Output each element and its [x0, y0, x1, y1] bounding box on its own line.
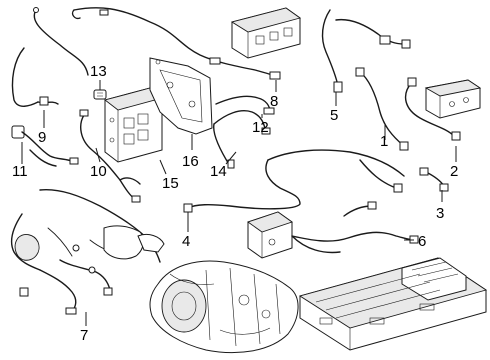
callout-1: 1 — [380, 133, 388, 150]
callout-16: 16 — [182, 153, 199, 170]
harness-part-8 — [71, 7, 281, 80]
drive-unit — [149, 260, 299, 354]
callout-6: 6 — [418, 233, 426, 250]
module-part-6 — [247, 201, 419, 259]
leader-lines — [21, 80, 457, 326]
converter-module — [230, 7, 302, 59]
callout-12: 12 — [252, 119, 269, 136]
cable-part-1 — [355, 67, 409, 151]
harness-part-9 — [11, 7, 89, 107]
harness-part-11 — [11, 125, 79, 167]
harness-part-5 — [321, 9, 411, 93]
module-part-2 — [404, 77, 482, 141]
callout-11: 11 — [12, 163, 28, 180]
connector-part-13 — [93, 89, 107, 100]
harness-part-10 — [79, 109, 141, 203]
callout-5: 5 — [330, 107, 338, 124]
callout-labels: 1 2 3 4 5 6 7 8 9 10 11 12 13 14 15 16 — [12, 63, 458, 344]
harness-part-12 — [215, 95, 275, 115]
callout-14: 14 — [210, 163, 227, 180]
bracket-part-16 — [149, 57, 213, 135]
callout-9: 9 — [38, 129, 46, 146]
callout-13: 13 — [90, 63, 107, 80]
harness-part-7 — [10, 188, 165, 315]
callout-3: 3 — [436, 205, 444, 222]
callout-15: 15 — [162, 175, 179, 192]
callout-8: 8 — [270, 93, 278, 110]
callout-2: 2 — [450, 163, 458, 180]
callout-4: 4 — [182, 233, 190, 250]
cable-part-3 — [419, 167, 449, 192]
callout-10: 10 — [90, 163, 107, 180]
cable-part-4 — [183, 149, 405, 213]
module-part-15 — [104, 87, 163, 163]
callout-7: 7 — [80, 327, 88, 344]
battery-pack — [298, 257, 488, 351]
